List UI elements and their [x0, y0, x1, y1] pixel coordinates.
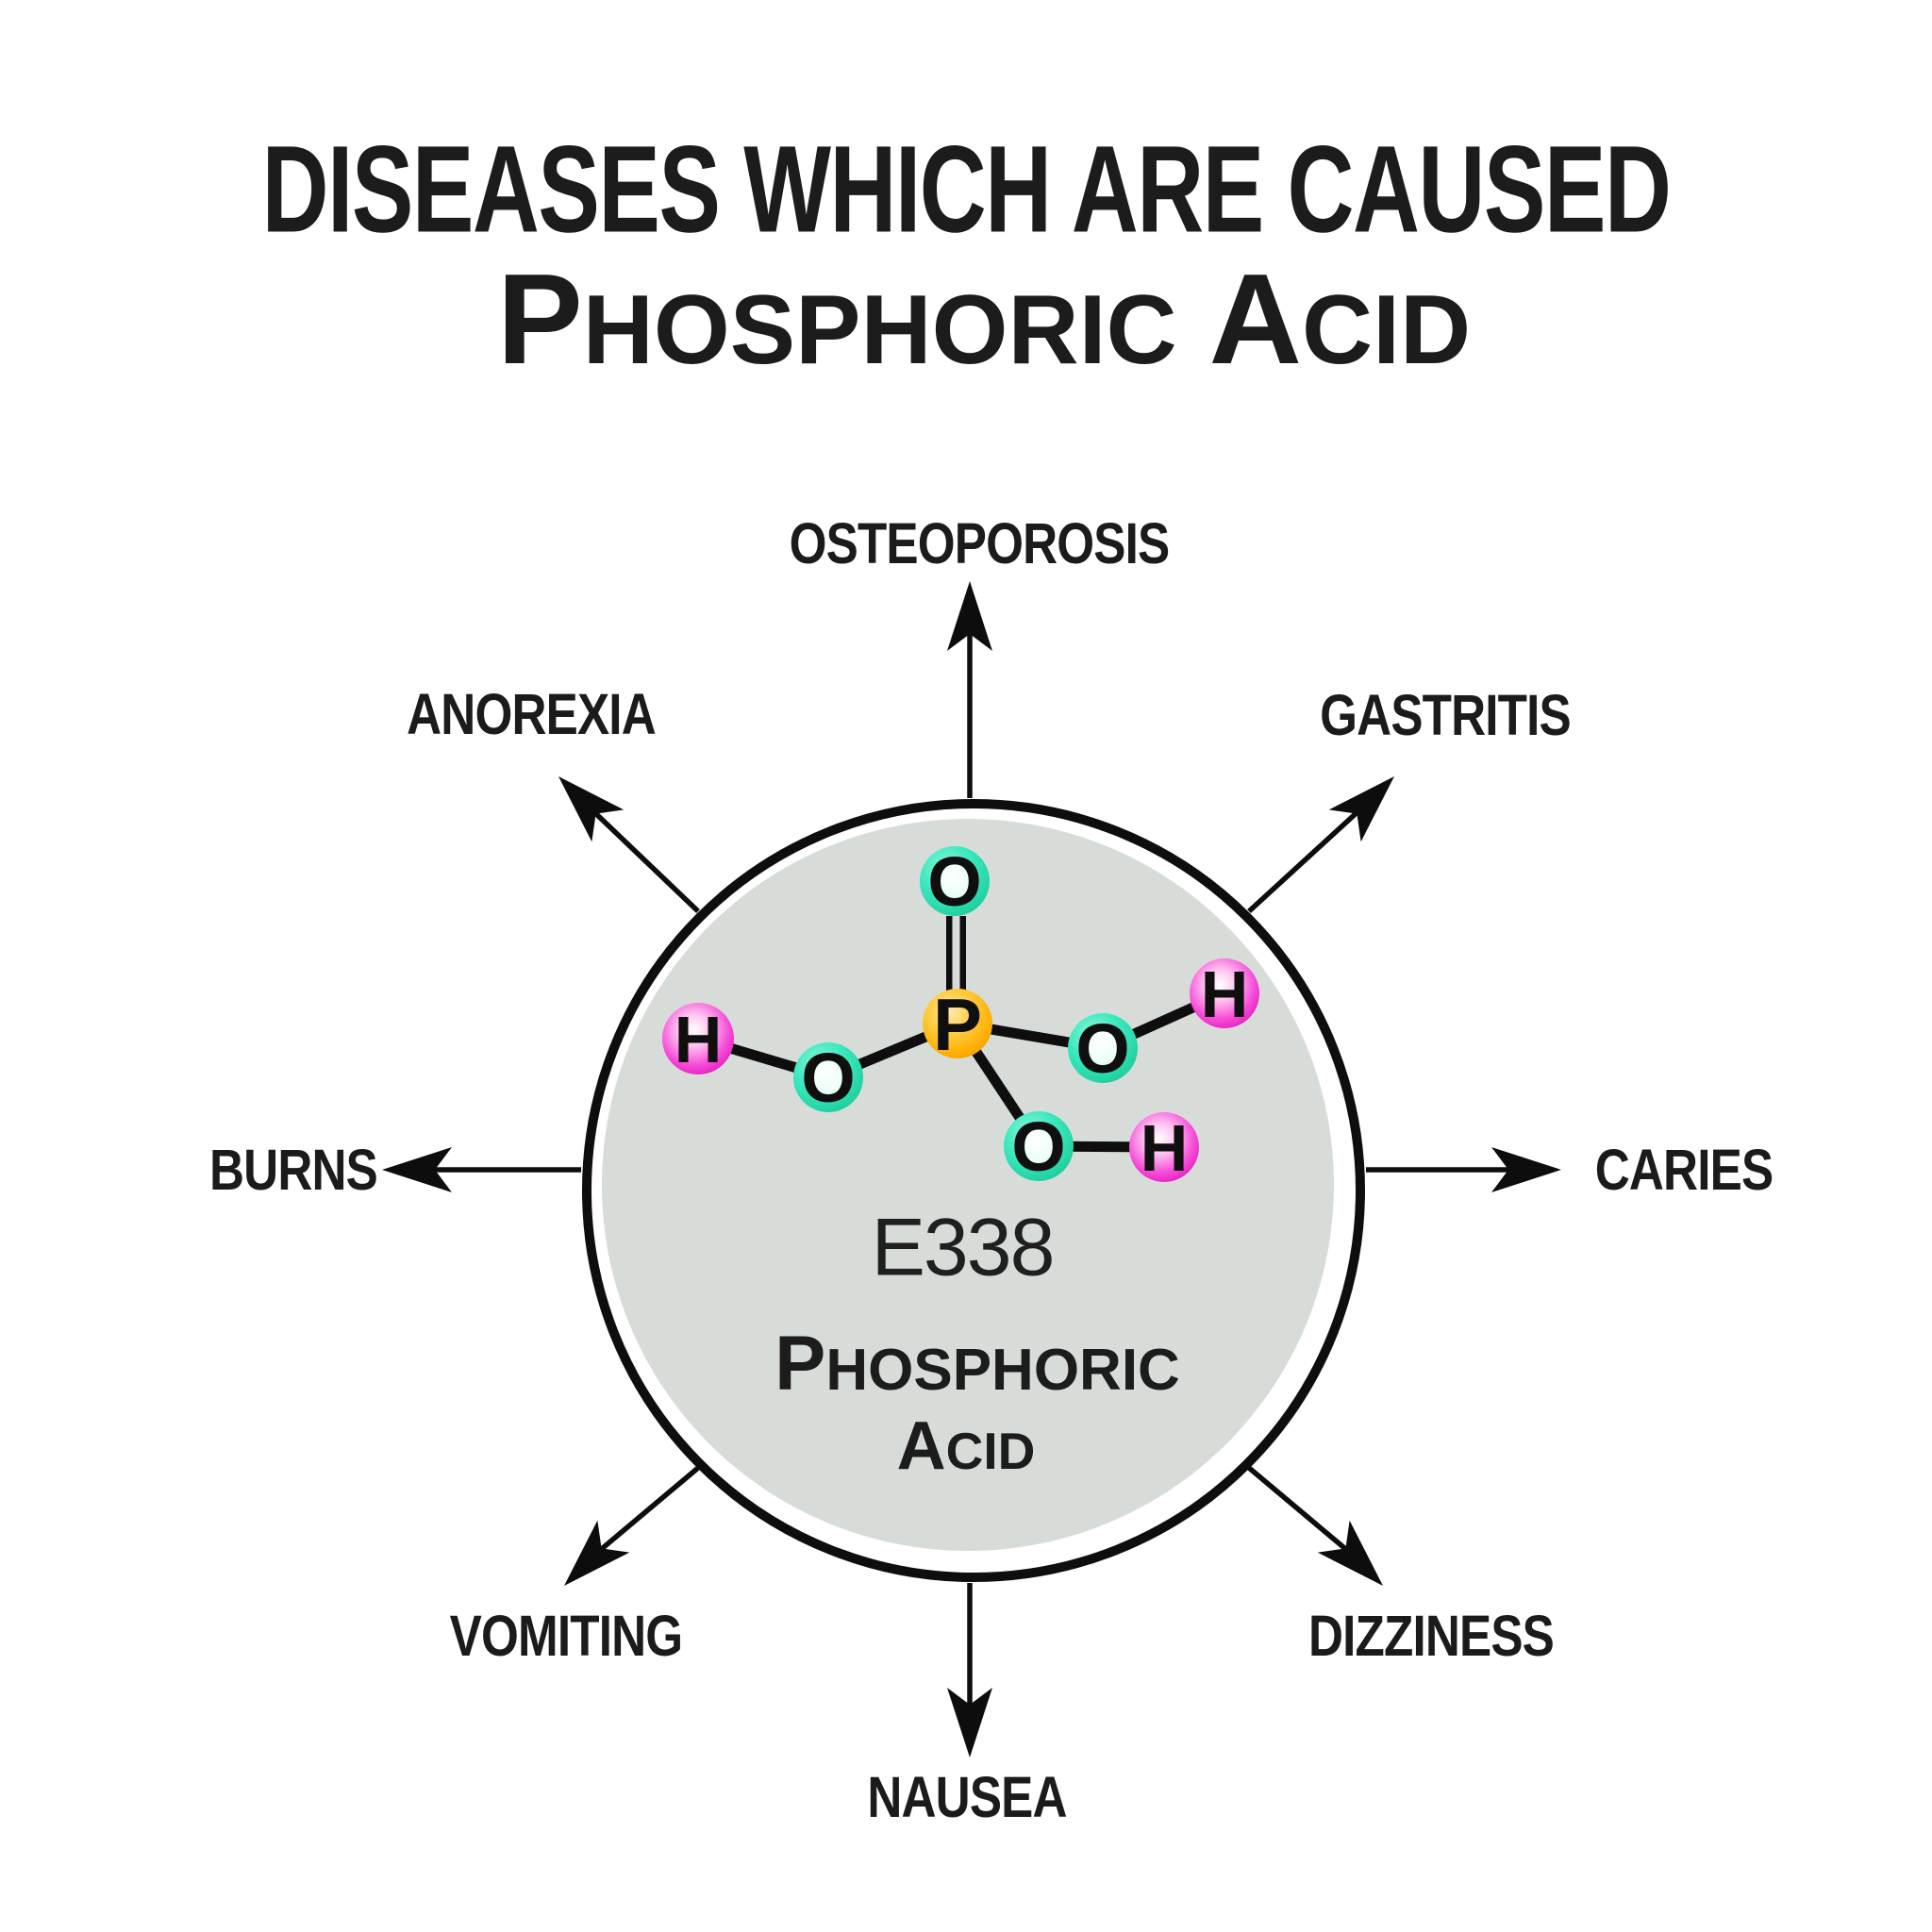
atom-label: O [1075, 1009, 1130, 1088]
label-osteoporosis: OSTEOPOROSIS [789, 511, 1171, 575]
atom-hydrogen-right: H [1190, 958, 1259, 1031]
subtitle-word-2: ACID [1208, 247, 1472, 391]
label-nausea: NAUSEA [867, 1765, 1067, 1829]
atom-label: H [675, 1003, 723, 1076]
circle-name-word: ACID [896, 1408, 1036, 1484]
arrow-bottom-left [564, 1465, 700, 1586]
arrow-bottom-right [1247, 1465, 1383, 1586]
label-gastritis: GASTRITIS [1320, 683, 1572, 747]
subtitle-word-1: PHOSPHORIC [496, 247, 1177, 391]
atom-label: P [933, 983, 982, 1066]
arrow-spokes [382, 581, 1561, 1757]
arrow-top [947, 581, 992, 798]
arrow-top-right [1247, 776, 1394, 914]
atom-phosphorus: P [923, 983, 992, 1066]
arrow-bottom [947, 1583, 992, 1757]
atom-hydrogen-left: H [662, 1003, 734, 1076]
atom-label: H [1141, 1111, 1189, 1185]
molecule-atoms: O P H O O H [662, 842, 1259, 1186]
label-burns: BURNS [208, 1138, 378, 1202]
atom-label: O [927, 842, 982, 921]
atom-oxygen-bottom: O [1004, 1108, 1074, 1186]
circle-name-line-1: PHOSPHORIC [774, 1320, 1180, 1408]
label-dizziness: DIZZINESS [1307, 1604, 1555, 1668]
double-bond-bar-1 [946, 916, 953, 991]
circle-name-word: PHOSPHORIC [774, 1321, 1180, 1407]
e-number: E338 [871, 1202, 1056, 1293]
arrow-right [1366, 1147, 1561, 1192]
circle-name-line-2: ACID [897, 1407, 1036, 1485]
page-title: DISEASES WHICH ARE CAUSED [261, 119, 1672, 258]
label-vomiting: VOMITING [449, 1604, 683, 1668]
double-bond-bar-2 [959, 916, 966, 991]
circle-gray-disc [602, 819, 1334, 1551]
atom-hydrogen-bottom: H [1129, 1111, 1199, 1185]
arrow-left [382, 1147, 581, 1192]
atom-oxygen-right: O [1068, 1009, 1138, 1088]
central-circle [582, 799, 1365, 1582]
atom-label: O [1011, 1108, 1066, 1186]
atom-oxygen-top: O [920, 842, 990, 921]
atom-label: O [801, 1039, 856, 1117]
label-caries: CARIES [1594, 1138, 1774, 1202]
arrow-top-left [558, 776, 700, 913]
atom-label: H [1201, 958, 1249, 1031]
atom-oxygen-left: O [793, 1039, 863, 1117]
label-anorexia: ANOREXIA [407, 682, 657, 746]
